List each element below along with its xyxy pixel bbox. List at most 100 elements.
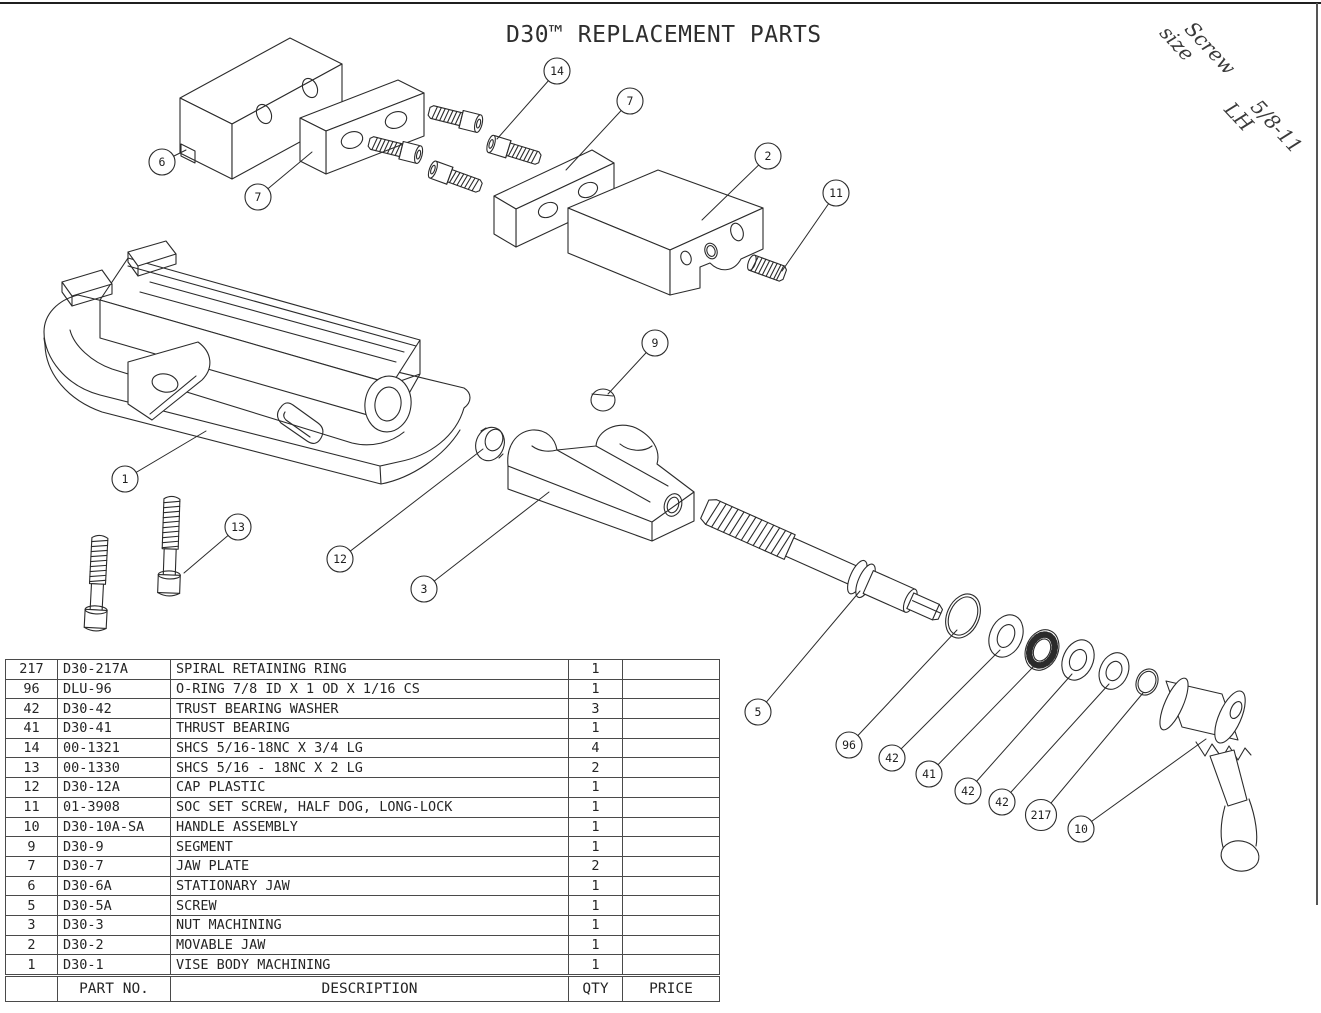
cell-qty: 1 [568, 836, 623, 857]
cell-item: 9 [5, 836, 58, 857]
thrust-bearing-drawing [1024, 629, 1060, 671]
cell-item: 14 [5, 737, 58, 759]
balloon-stationary-jaw [148, 148, 176, 176]
cell-qty: 3 [568, 698, 623, 720]
balloon-thrust-bearing [915, 760, 943, 788]
shcs-long-screws-drawing [83, 495, 181, 632]
cell-part_no: D30-217A [57, 659, 171, 680]
balloon-label: 14 [550, 64, 564, 78]
cell-price [622, 914, 720, 936]
balloon-thrust-bearing-washer [988, 788, 1016, 816]
table-header-row: PART NO. DESCRIPTION QTY PRICE [5, 974, 720, 1002]
balloon-jaw-plate-left [244, 183, 272, 211]
balloon-label: 13 [231, 520, 245, 534]
balloon-jaw-plate-right [616, 87, 644, 115]
balloon-label: 96 [842, 738, 856, 752]
nut-machining-drawing [507, 424, 695, 542]
balloon-label: 5 [755, 705, 762, 719]
parts-table-footer: PART NO. DESCRIPTION QTY PRICE [5, 974, 720, 1002]
balloon-thrust-bearing-washer [954, 777, 982, 805]
cell-qty: 1 [568, 777, 623, 798]
cell-description: SHCS 5/16 - 18NC X 2 LG [170, 757, 569, 779]
cell-item: 41 [5, 718, 58, 739]
cell-description: SPIRAL RETAINING RING [170, 659, 569, 680]
cell-price [622, 757, 720, 779]
leader-line-thrust-bearing-washer [1001, 683, 1110, 803]
balloon-soc-set-screw [822, 179, 850, 207]
page-title: D30™ REPLACEMENT PARTS [506, 22, 822, 48]
cell-part_no: D30-9 [57, 836, 171, 857]
cell-part_no: 01-3908 [57, 796, 171, 818]
balloon-label: 42 [961, 784, 975, 798]
leader-line-o-ring [848, 629, 958, 746]
cell-part_no: D30-42 [57, 698, 171, 720]
leader-line-shcs-screws [496, 70, 558, 140]
cell-qty: 1 [568, 875, 623, 897]
leader-line-cap-plastic [339, 448, 484, 560]
cell-description: JAW PLATE [170, 855, 569, 877]
cell-price [622, 875, 720, 897]
balloon-label: 7 [627, 94, 634, 108]
balloon-label: 41 [922, 767, 936, 781]
cell-qty: 1 [568, 718, 623, 739]
cell-part_no: D30-41 [57, 718, 171, 739]
cell-qty: 1 [568, 914, 623, 936]
leader-line-soc-set-screw [781, 192, 837, 272]
cell-part_no: 00-1321 [57, 737, 171, 759]
balloon-shcs-screws [543, 57, 571, 85]
leader-line-thrust-bearing-washer [967, 673, 1073, 792]
cell-qty: 1 [568, 678, 623, 700]
cell-item: 10 [5, 816, 58, 838]
cell-item: 217 [5, 659, 58, 680]
cell-qty: 1 [568, 895, 623, 916]
cell-price [622, 777, 720, 798]
cell-part_no: D30-1 [57, 954, 171, 976]
cell-item: 42 [5, 698, 58, 720]
balloon-movable-jaw [754, 142, 782, 170]
screw-shaft-drawing [700, 499, 944, 621]
balloon-shcs-long-screws [224, 513, 252, 541]
spiral-retaining-ring-drawing [1135, 668, 1159, 696]
cell-qty: 1 [568, 796, 623, 818]
balloon-nut-machining [410, 575, 438, 603]
header-description: DESCRIPTION [170, 974, 569, 1002]
cell-description: STATIONARY JAW [170, 875, 569, 897]
page-border-right [1316, 3, 1318, 905]
cell-description: MOVABLE JAW [170, 934, 569, 956]
cell-item: 2 [5, 934, 58, 956]
cell-price [622, 678, 720, 700]
cell-price [622, 718, 720, 739]
cell-item: 13 [5, 757, 58, 779]
cell-item: 11 [5, 796, 58, 818]
balloon-label: 1 [122, 472, 129, 486]
leader-line-vise-body [124, 430, 207, 480]
cell-qty: 1 [568, 934, 623, 956]
cell-price [622, 934, 720, 956]
cell-price [622, 816, 720, 838]
cell-qty: 1 [568, 954, 623, 976]
cell-part_no: D30-5A [57, 895, 171, 916]
movable-jaw-drawing [567, 169, 764, 296]
cell-price [622, 737, 720, 759]
balloon-vise-body [111, 465, 139, 493]
cell-item: 12 [5, 777, 58, 798]
cap-plastic-drawing [475, 426, 505, 462]
cell-qty: 1 [568, 816, 623, 838]
cell-price [622, 895, 720, 916]
vise-body-drawing [43, 240, 471, 485]
cell-price [622, 698, 720, 720]
leader-line-jaw-plate-right [565, 100, 631, 171]
cell-item: 5 [5, 895, 58, 916]
cell-description: SEGMENT [170, 836, 569, 857]
balloon-spiral-retaining-ring [1024, 798, 1058, 832]
cell-part_no: D30-3 [57, 914, 171, 936]
soc-set-screw-drawing [747, 254, 788, 282]
